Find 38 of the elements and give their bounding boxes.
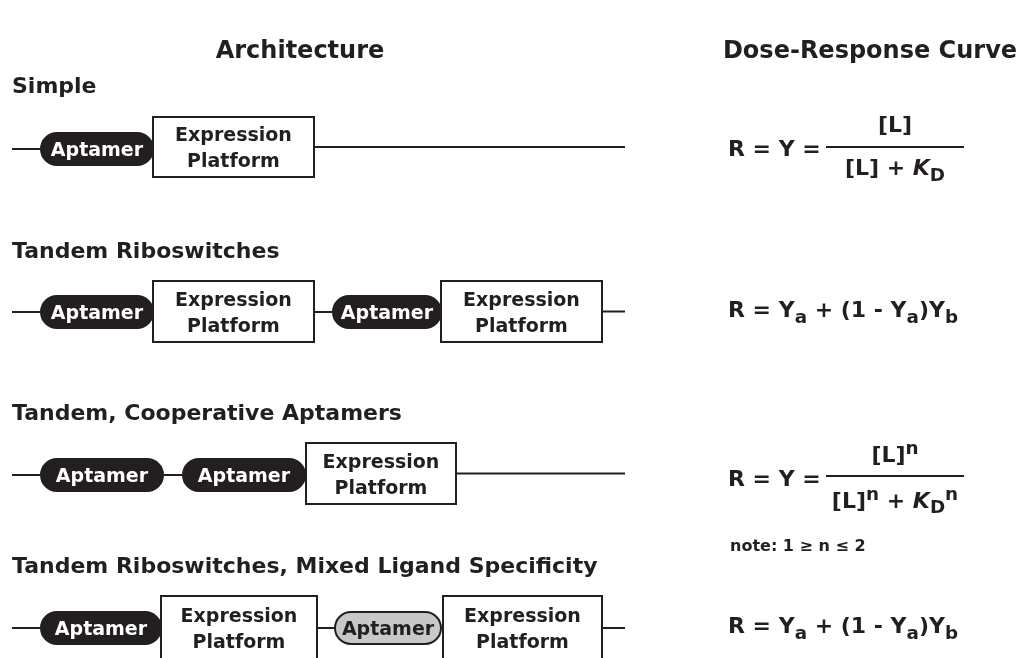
equation: R = Y =: [728, 135, 821, 161]
aptamer-pill: Aptamer: [334, 611, 442, 645]
aptamer-pill: Aptamer: [332, 295, 442, 329]
strand-line: [11, 474, 41, 476]
row-heading: Tandem Riboswitches, Mixed Ligand Specificity: [12, 552, 598, 578]
aptamer-pill: Aptamer: [40, 458, 164, 492]
platform-box: Expression Platform: [152, 116, 315, 178]
aptamer-pill: Aptamer: [182, 458, 306, 492]
strand-line: [314, 311, 333, 313]
row-heading: Tandem Riboswitches: [12, 237, 280, 263]
strand-line: [11, 148, 41, 150]
column-heading: Architecture: [215, 36, 385, 64]
aptamer-pill: Aptamer: [40, 295, 154, 329]
platform-box: Expression Platform: [440, 280, 603, 343]
strand-line: [163, 474, 183, 476]
platform-box: Expression Platform: [305, 442, 457, 505]
strand-line: [602, 310, 626, 313]
strand-line: [11, 627, 41, 629]
strand-line: [602, 627, 626, 629]
numerator: [L]: [877, 111, 913, 137]
strand-line: [317, 627, 335, 629]
aptamer-pill: Aptamer: [40, 611, 162, 645]
denominator: [L] + K$_{D}$: [844, 155, 946, 185]
platform-box: Expression Platform: [442, 595, 603, 658]
numerator: [L]$^{n}$: [871, 436, 919, 468]
equation: R = Y =: [728, 465, 821, 491]
platform-box: Expression Platform: [152, 280, 315, 343]
row-heading: Tandem, Cooperative Aptamers: [12, 399, 402, 425]
equation: R = Y$_{a}$ + (1 - Y$_{a}$)Y$_{b}$: [728, 613, 958, 643]
strand-line: [314, 146, 626, 148]
column-heading: Dose-Response Curve: [722, 36, 1018, 64]
platform-box: Expression Platform: [160, 595, 318, 658]
strand-line: [11, 311, 41, 313]
strand-line: [456, 472, 626, 475]
row-heading: Simple: [12, 72, 97, 98]
equation: R = Y$_{a}$ + (1 - Y$_{a}$)Y$_{b}$: [728, 297, 958, 327]
note: note: 1 ≥ n ≤ 2: [730, 535, 866, 555]
aptamer-pill: Aptamer: [40, 132, 154, 166]
